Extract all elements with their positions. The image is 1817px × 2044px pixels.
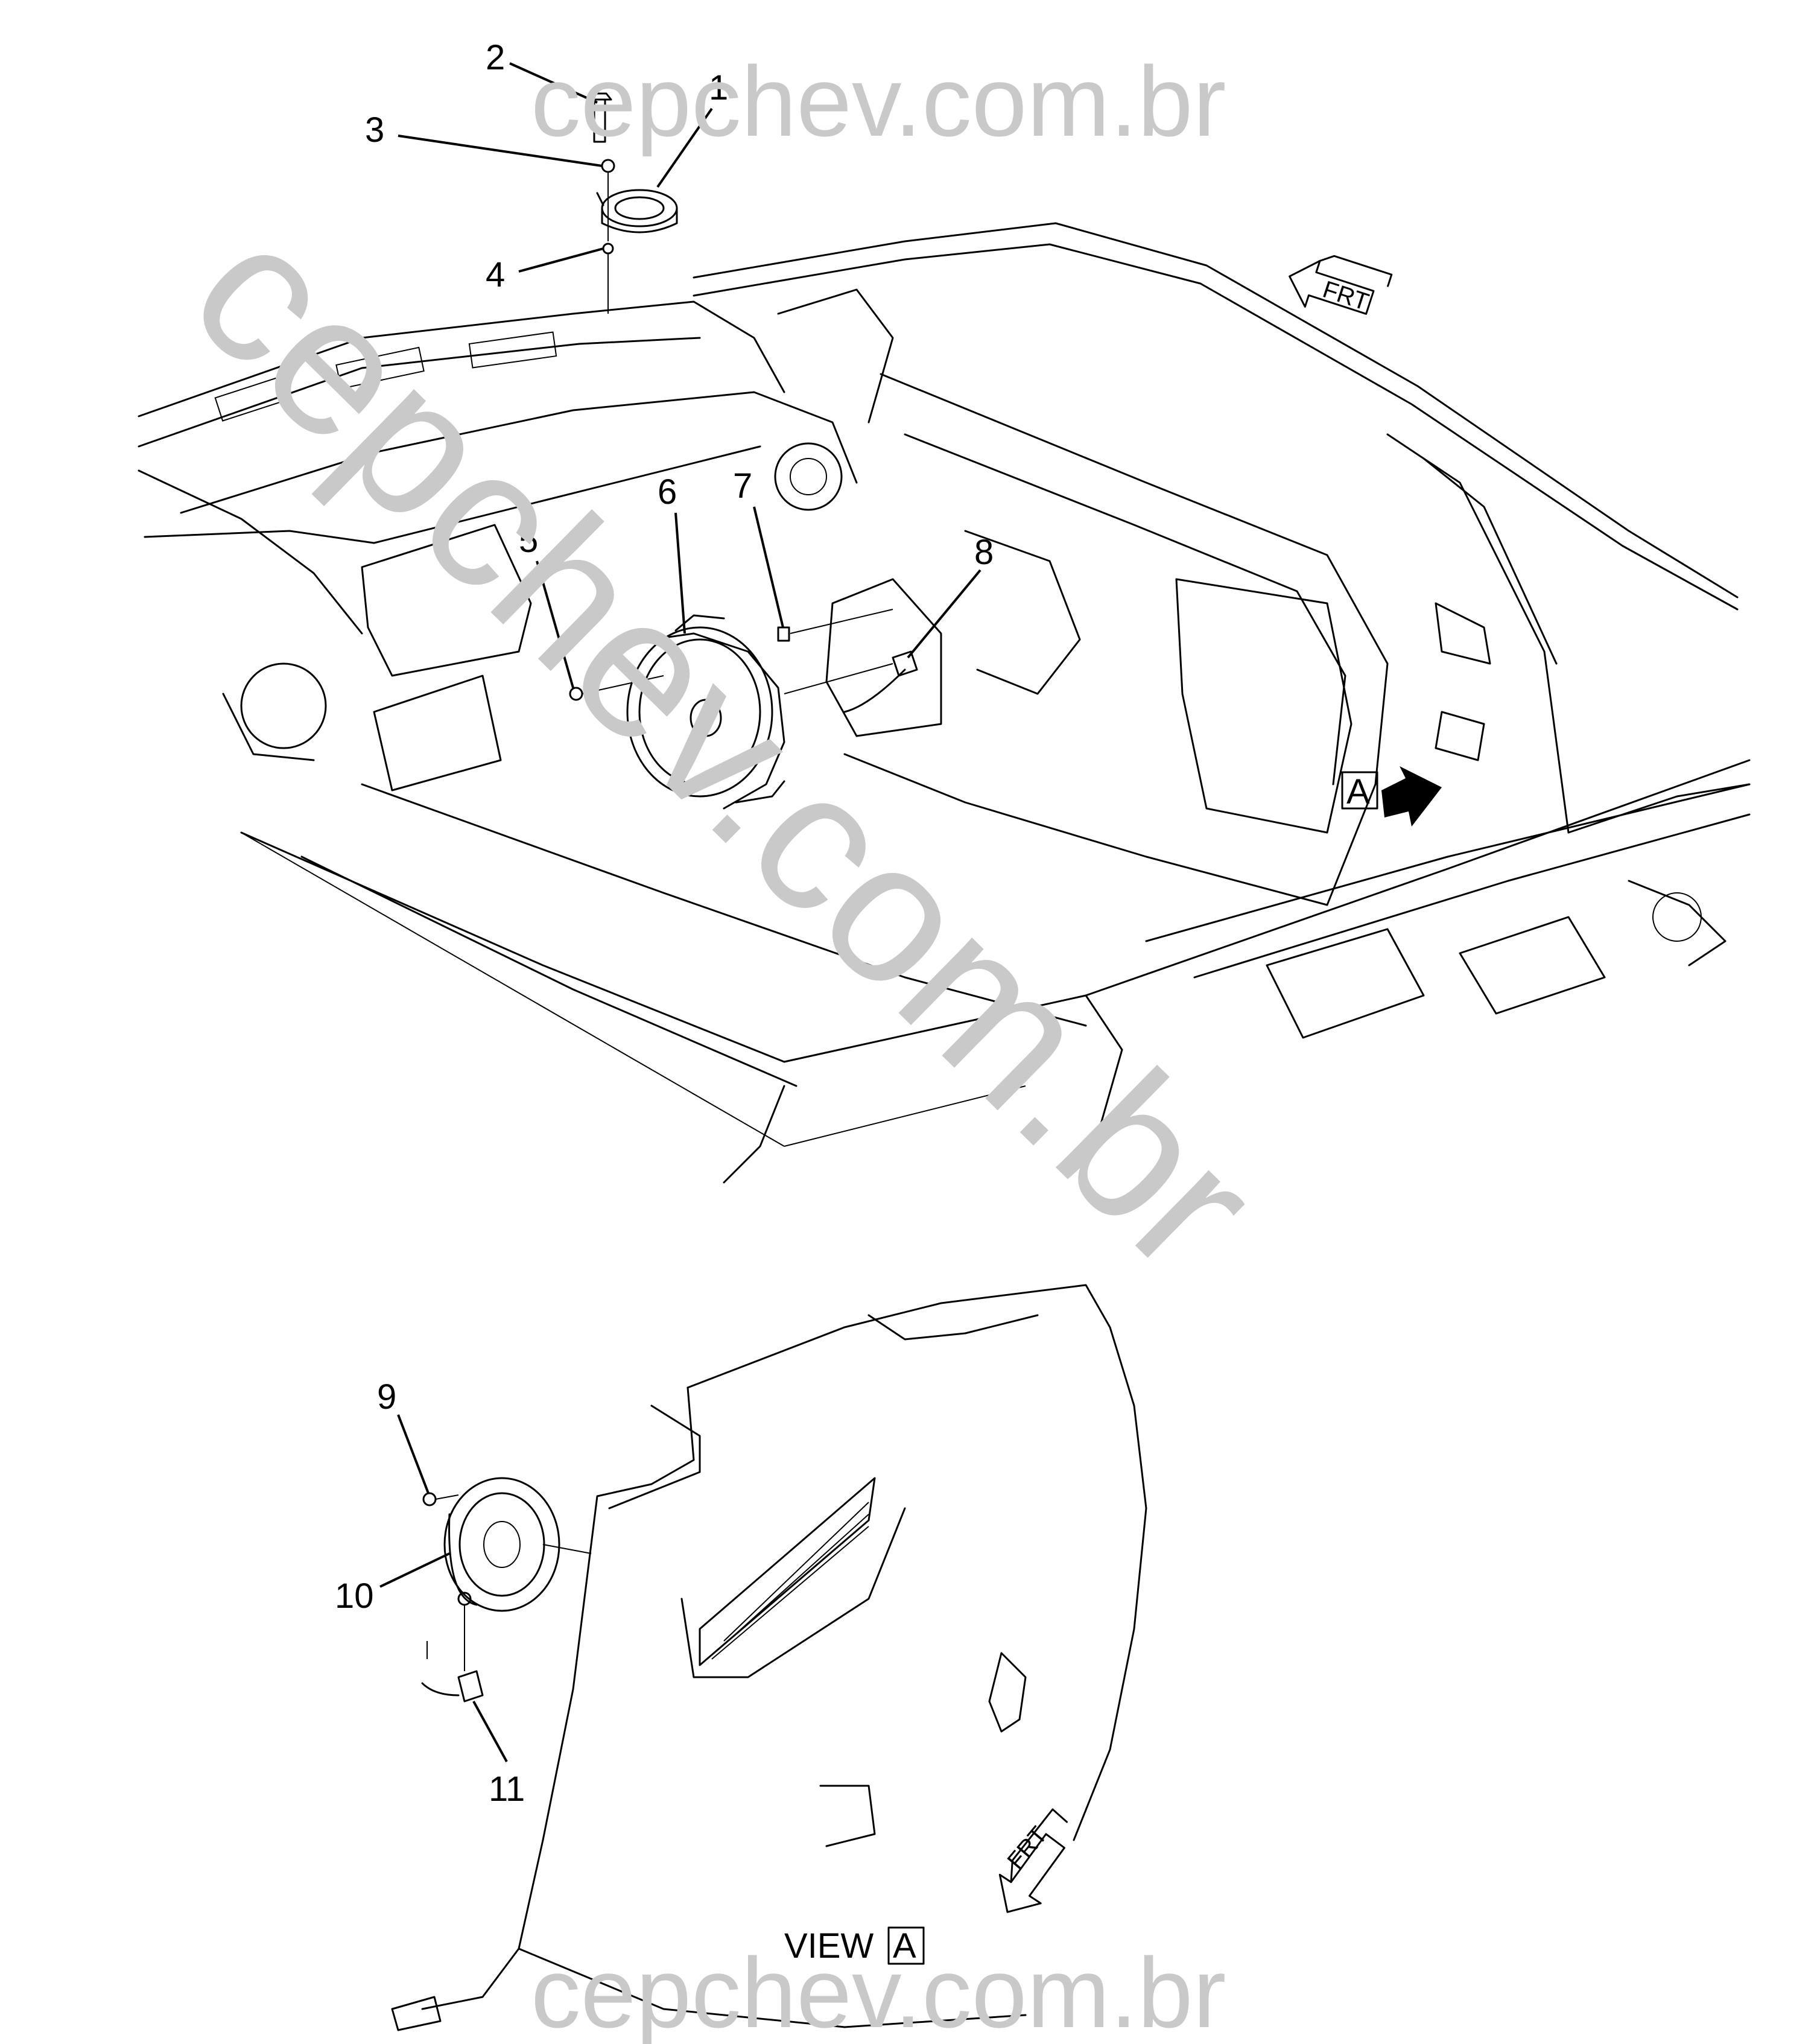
- callout-7: 7: [733, 466, 752, 506]
- frt-label-upper: FRT: [1319, 276, 1372, 316]
- watermark-diagonal: cepchev.com.br: [150, 179, 1299, 1313]
- front-direction-arrow-icon: [1289, 259, 1375, 315]
- frt-label-lower: FRT: [1002, 1821, 1052, 1874]
- front-direction-arrow-icon: [998, 1833, 1065, 1913]
- view-direction-arrow-icon: [1381, 766, 1442, 827]
- watermark-bottom: cepchev.com.br: [531, 1937, 1226, 2044]
- view-caption-marker: A: [893, 1926, 916, 1966]
- front-direction-arrow-upper: FRT: [1289, 255, 1393, 316]
- view-marker-a: A: [1346, 772, 1370, 811]
- tweeter-assembly: [587, 92, 678, 314]
- callout-11: 11: [489, 1769, 525, 1809]
- callout-leaders: [379, 62, 981, 1762]
- callout-3: 3: [365, 110, 384, 150]
- callout-4: 4: [486, 255, 505, 294]
- watermarks: cepchev.com.br cepchev.com.br cepchev.co…: [150, 46, 1299, 2044]
- view-a-marker: A: [1341, 766, 1442, 827]
- view-a-caption: VIEW A: [784, 1926, 925, 1966]
- callout-1: 1: [709, 68, 728, 107]
- front-direction-arrow-lower: FRT: [998, 1808, 1068, 1913]
- callout-9: 9: [377, 1377, 396, 1417]
- callout-6: 6: [658, 472, 677, 512]
- callout-5: 5: [519, 521, 538, 560]
- rear-quarter-speaker: [421, 1477, 592, 1703]
- watermark-top: cepchev.com.br: [531, 46, 1226, 157]
- callout-10: 10: [335, 1576, 374, 1616]
- quarter-trim-panel-view: [391, 1284, 1147, 2031]
- front-door-speaker: [569, 609, 918, 810]
- view-caption-text: VIEW: [784, 1926, 874, 1966]
- callout-numbers: 1 2 3 4 5 6 7 8 9 10 11: [335, 38, 994, 1809]
- callout-8: 8: [974, 533, 994, 572]
- callout-2: 2: [486, 38, 505, 77]
